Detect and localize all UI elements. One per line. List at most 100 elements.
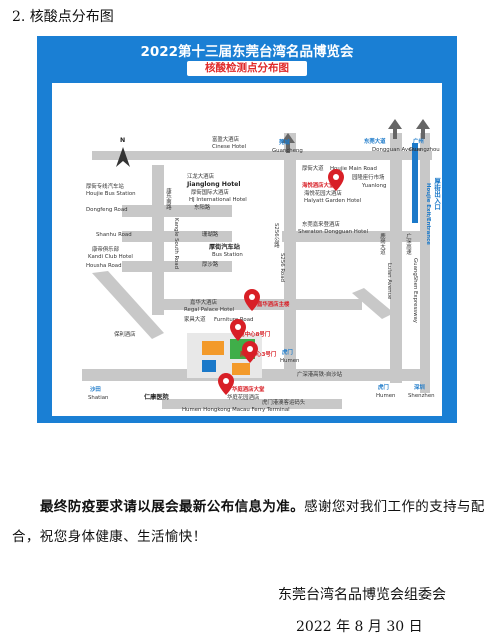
map-frame: 2022第十三届东莞台湾名品博览会 核酸检测点分布图 — [37, 36, 457, 423]
road-network — [82, 133, 432, 409]
organizer: 东莞台湾名品博览会组委会 — [278, 587, 446, 603]
label-sheraton-cn: 东莞嘉来登酒店 — [302, 222, 340, 228]
map-area: N 莞城 Guancheng 东莞大道 Dongguan Avenue 广州 G… — [52, 83, 442, 416]
label-yuanlong-en: Yuanlong — [362, 183, 387, 189]
notice-bold: 最终防疫要求请以展会最新公布信息为准。 — [40, 499, 305, 515]
label-lulian-road-cn: 鹿岗大道 — [378, 233, 385, 255]
notice-rest: 感谢您对我们工作的支持与配合，祝您身体健康、生活愉快！ — [12, 499, 485, 545]
label-expo-gate3-cn: 展览中心3号门 — [240, 352, 277, 358]
label-shanhu-road: Shanhu Road — [96, 232, 132, 238]
label-halyatt-cn: 海悦花园大酒店 — [304, 191, 342, 197]
location-pin-icon — [218, 373, 234, 395]
label-main-road-cn: 厚街大道 — [302, 166, 324, 172]
label-shatian-en: Shatian — [88, 395, 109, 401]
label-regal-en: Regal Palace Hotel — [184, 307, 235, 313]
label-kandi-cn: 康帝俱乐部 — [92, 247, 119, 253]
road-furniture — [162, 299, 362, 310]
label-houjie-exit-en: Houjie Exit/Entrance — [424, 183, 431, 245]
location-pin-icon — [328, 169, 344, 191]
road-expressway — [420, 133, 430, 393]
road-diagonal-east — [352, 288, 394, 319]
up-arrow-icon — [416, 119, 430, 139]
label-sheraton-en: Sheraton Dongguan Hotel — [298, 229, 369, 235]
road-lulan — [390, 133, 402, 383]
exit-marker — [412, 143, 418, 223]
label-hk-rail-cn: 广深港高铁-自沙站 — [297, 372, 343, 378]
label-ferry-cn: 虎门港澳客运码头 — [262, 400, 306, 406]
label-expo-gate8-cn: 展览中心8号门 — [234, 332, 271, 338]
location-pin-icon — [244, 289, 260, 311]
label-guancheng-en: Guancheng — [272, 148, 303, 154]
label-yuanlong-cn: 园隆座行市场 — [352, 175, 385, 181]
label-humen-en: Humen — [280, 358, 300, 364]
label-shenzhen-en: Shenzhen — [408, 393, 435, 399]
label-humen-cn: 虎门 — [282, 350, 293, 356]
section-heading: 2. 核酸点分布图 — [12, 9, 114, 25]
label-gz-expressway-en: GuangShen Expressway — [411, 258, 418, 323]
label-s256-en: S256 Road — [278, 253, 285, 282]
road-shanhu — [122, 231, 232, 242]
label-jianglong-en: Jianglong Hotel — [187, 181, 241, 188]
label-gz-expressway-cn: 广深高速 — [404, 233, 411, 255]
label-hj-intl-cn: 厚街国际大酒店 — [191, 190, 229, 196]
map-title: 2022第十三届东莞台湾名品博览会 — [140, 44, 354, 60]
expo-hall-orange-2 — [232, 363, 250, 375]
road-kangle — [152, 165, 164, 315]
location-pin-icon — [230, 319, 246, 341]
label-haiyue-cn: 海悦酒店大堂 — [302, 183, 335, 189]
expo-hall-blue — [202, 360, 216, 372]
label-huating-cn: 华庭花园酒店 — [227, 395, 260, 401]
label-housha-road: Housha Road — [86, 263, 122, 269]
road-diagonal — [92, 271, 164, 339]
up-arrow-icon — [388, 119, 402, 139]
label-fuyuan-cn: 富盈大酒店 — [212, 137, 239, 143]
label-huating-lobby-cn: 华庭酒店大堂 — [232, 387, 265, 393]
label-kangle-road-cn: 康乐南路 — [164, 188, 171, 210]
label-shanhu-road-cn: 珊瑚路 — [202, 232, 219, 238]
label-shenzhen-cn: 深圳 — [414, 385, 425, 391]
label-shatian-cn: 沙田 — [90, 387, 101, 393]
label-dongguan-ave-cn: 东莞大道 — [364, 139, 386, 145]
label-housha-road-cn: 厚沙路 — [202, 262, 219, 268]
road-dongfeng — [122, 205, 232, 217]
label-houjie-exit-cn: 厚街出入口 — [433, 178, 442, 210]
road-shanhu-east — [282, 231, 422, 242]
label-guangzhou-en: Guangzhou — [409, 147, 440, 153]
label-dongfeng-road: Dongfeng Road — [86, 207, 128, 213]
road-houjie-main — [92, 151, 432, 160]
road-housha — [122, 261, 232, 272]
road-ferry — [162, 399, 342, 409]
notice-paragraph: 最终防疫要求请以展会最新公布信息为准。感谢您对我们工作的支持与配合，祝您身体健康… — [12, 492, 490, 552]
label-s256-cn: S256公路 — [272, 223, 279, 248]
label-baoli-cn: 保利酒店 — [114, 332, 136, 338]
label-hj-intl-en: HJ International Hotel — [189, 197, 247, 203]
label-jianglong-cn: 江龙大酒店 — [187, 174, 214, 180]
date: 2022 年 8 月 30 日 — [296, 619, 423, 635]
label-houjie-bus2-en: Bus Station — [212, 252, 243, 258]
label-ferry-en: Humen Hongkong Macau Ferry Terminal — [182, 407, 290, 413]
label-guancheng-cn: 莞城 — [279, 140, 290, 146]
up-arrow-icon — [281, 133, 295, 153]
map-subtitle: 核酸检测点分布图 — [187, 61, 307, 76]
label-main-road-en: Houjie Main Road — [330, 166, 377, 172]
label-fuyuan-en: Cinese Hotel — [212, 144, 247, 150]
label-kangle-road-en: Kangle South Road — [172, 218, 179, 270]
label-houjie-bus2-cn: 厚街汽车站 — [209, 244, 240, 251]
label-kandi-en: Kandi Club Hotel — [88, 254, 133, 260]
label-guangzhou-cn: 广州 — [413, 139, 424, 145]
label-renkang-cn: 仁康医院 — [144, 394, 169, 401]
label-dongguan-ave-en: Dongguan Avenue — [372, 147, 422, 153]
north-arrow-icon — [116, 147, 130, 167]
label-furniture-cn: 家具大道 — [184, 317, 206, 323]
compass-n: N — [120, 137, 126, 144]
label-halyatt-en: Halyatt Garden Hotel — [304, 198, 362, 204]
label-humen2-en: Humen — [376, 393, 396, 399]
label-houjie-bus-en: Houjie Bus Station — [86, 191, 136, 197]
label-lulian-road-en: Lulan Avenue — [385, 263, 392, 300]
location-pin-icon — [242, 341, 258, 363]
label-furniture-en: Furniture Road — [214, 317, 254, 323]
label-regal-cn: 嘉华大酒店 — [190, 300, 217, 306]
expo-hall-orange — [202, 341, 224, 355]
label-humen2-cn: 虎门 — [378, 385, 389, 391]
label-houjie-bus-cn: 厚街专线汽车站 — [86, 184, 124, 190]
